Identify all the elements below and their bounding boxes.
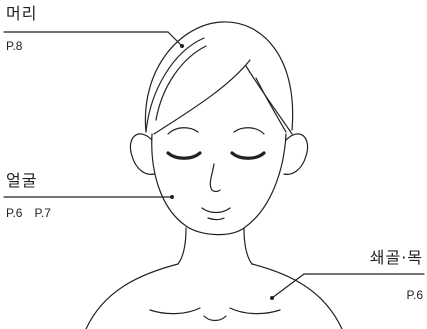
left-ear (130, 134, 154, 174)
face-callout-title: 얼굴 (6, 173, 37, 189)
face-callout-page: P.7 (34, 206, 50, 220)
neck-callout-leader (272, 274, 304, 298)
right-collarbone (230, 308, 280, 314)
face-callout-pages: P.6 P.7 (6, 207, 51, 219)
neck-left (178, 228, 186, 264)
left-closed-eye (168, 153, 200, 158)
face-callout-page: P.6 (6, 206, 22, 220)
neck-callout-title: 쇄골·목 (370, 250, 423, 266)
neck-right (244, 228, 252, 264)
sternal-notch (204, 316, 226, 321)
right-ear (284, 134, 308, 174)
mouth (202, 208, 230, 213)
head-callout-dot (180, 44, 184, 48)
left-shoulder (86, 264, 178, 329)
neck-callout-dot (270, 296, 274, 300)
head-callout-title: 머리 (6, 6, 37, 22)
right-closed-eye (232, 153, 264, 158)
face-callout-dot (170, 195, 174, 199)
lower-lip (208, 218, 224, 220)
head-callout-page: P.8 (6, 40, 22, 52)
left-collarbone (150, 308, 200, 314)
neck-callout-page: P.6 (407, 289, 423, 301)
hair-fringe-right (246, 66, 292, 134)
hair-outline (145, 22, 292, 132)
left-eyebrow (168, 128, 198, 134)
nose (210, 164, 220, 192)
hair-inner-line (256, 78, 286, 132)
hair-fringe (154, 60, 250, 134)
right-eyebrow (234, 128, 264, 134)
